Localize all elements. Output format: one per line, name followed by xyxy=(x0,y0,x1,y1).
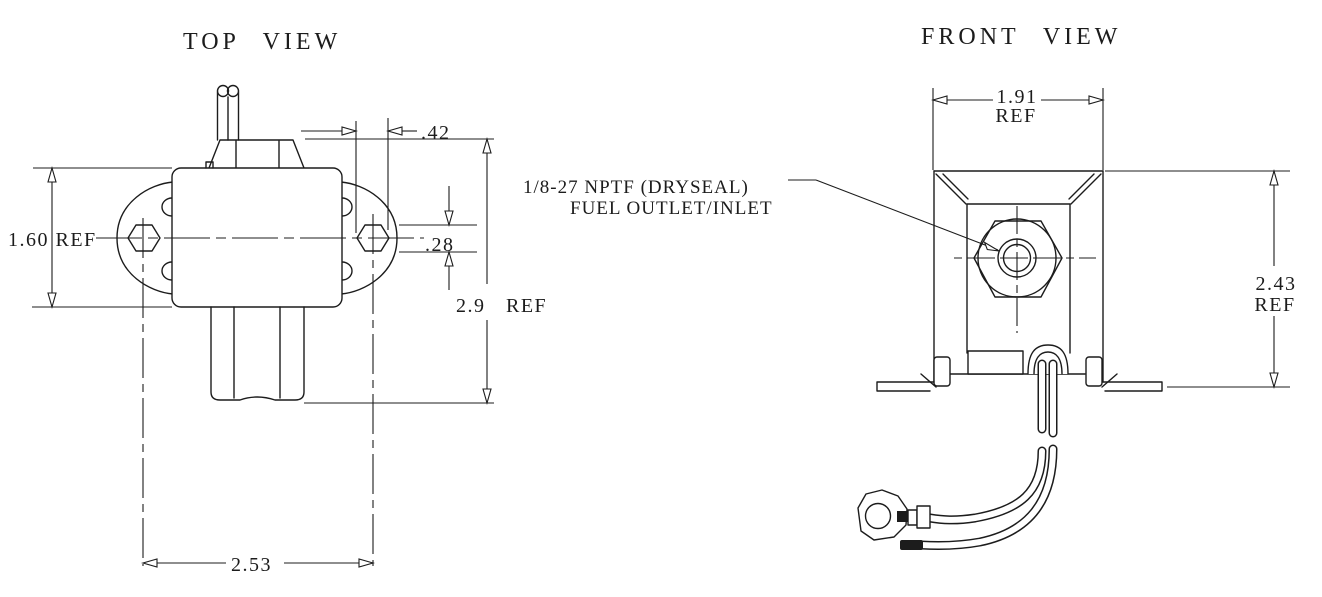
dim-text-overall-ref: 2.9 REF xyxy=(456,295,547,317)
arrowhead-down xyxy=(482,388,492,406)
dim-text-front-width: 1.91 xyxy=(997,86,1038,108)
arrowhead-up xyxy=(1269,168,1279,186)
dim-front-height-ref: 2.43 REF xyxy=(1105,168,1297,390)
arrowhead-left xyxy=(385,126,403,136)
wire-to-ring-terminal xyxy=(925,446,1047,525)
arrowhead-right xyxy=(1088,95,1106,105)
dim-height-ref: 1.60 REF xyxy=(8,165,172,310)
inner-face-outline xyxy=(966,203,1071,354)
arrowhead-down xyxy=(444,210,454,228)
top-view-title: TOP VIEW xyxy=(183,29,341,55)
arrowhead-right xyxy=(341,126,359,136)
top-view: TOP VIEW xyxy=(8,29,547,576)
front-view-title: FRONT VIEW xyxy=(921,24,1121,50)
crimp-barrel xyxy=(916,505,931,529)
bottom-hex-body xyxy=(210,306,305,401)
leader-arrowhead xyxy=(983,241,1000,252)
arrowhead-down xyxy=(1269,372,1279,390)
mount-tab-right xyxy=(1085,356,1103,387)
dim-front-width-ref: 1.91 REF xyxy=(930,86,1106,170)
dim-port-across-flats: .28 xyxy=(399,186,477,290)
mount-flange-left xyxy=(876,381,935,392)
chamfer-line xyxy=(942,173,969,200)
front-view: FRONT VIEW xyxy=(523,24,1297,551)
crimp-joint xyxy=(897,511,908,522)
callout-line2: FUEL OUTLET/INLET xyxy=(570,198,773,219)
wire-end-circle xyxy=(226,84,240,98)
mount-tab-left xyxy=(933,356,951,387)
chamfer-line xyxy=(1070,173,1102,205)
body-top-notch xyxy=(205,161,214,169)
stripped-wire-tip xyxy=(900,540,923,550)
arrowhead-right xyxy=(358,558,376,568)
crimp-barrel xyxy=(907,509,918,526)
wire-to-stripped-end xyxy=(916,444,1058,551)
dim-text-front-height: 2.43 xyxy=(1256,273,1297,295)
mount-flange-right xyxy=(1102,381,1163,392)
dim-text-front-width-ref: REF xyxy=(995,105,1036,127)
dim-text-height-ref: 1.60 REF xyxy=(8,229,97,251)
wire-end-circle xyxy=(216,84,230,98)
arrowhead-down xyxy=(47,292,57,310)
arrowhead-left xyxy=(930,95,948,105)
left-mount-hex xyxy=(127,224,161,252)
chamfer-line xyxy=(1068,173,1095,200)
arrowhead-up xyxy=(482,136,492,154)
ring-terminal-hole xyxy=(864,502,892,530)
arrowhead-up xyxy=(47,165,57,183)
wire-core xyxy=(927,448,1045,523)
leader-line xyxy=(815,179,999,251)
dim-text-mount-hole-spacing: 2.53 xyxy=(231,554,272,576)
arrowhead-left xyxy=(140,558,158,568)
dim-text-front-height-ref: REF xyxy=(1254,294,1295,316)
top-hex-fitting xyxy=(208,139,305,169)
port-hex-nut xyxy=(973,220,1063,298)
chamfer-line xyxy=(935,173,967,205)
flange-brace-right xyxy=(1101,373,1118,388)
port-callout: 1/8-27 NPTF (DRYSEAL) FUEL OUTLET/INLET xyxy=(523,177,1000,252)
callout-line1: 1/8-27 NPTF (DRYSEAL) xyxy=(523,177,749,198)
dim-text-offset: .42 xyxy=(421,122,451,144)
terminal-block xyxy=(967,350,1024,375)
dim-mount-hole-spacing: 2.53 xyxy=(140,554,376,576)
dim-text-port-across-flats: .28 xyxy=(425,234,455,256)
arrowhead-up xyxy=(444,249,454,267)
wire-harness xyxy=(916,359,1058,551)
dim-overall-ref: 2.9 REF xyxy=(304,136,547,406)
wire-grommet-inner xyxy=(1033,351,1063,375)
flange-brace-left xyxy=(920,373,937,388)
wire-core xyxy=(918,446,1056,549)
